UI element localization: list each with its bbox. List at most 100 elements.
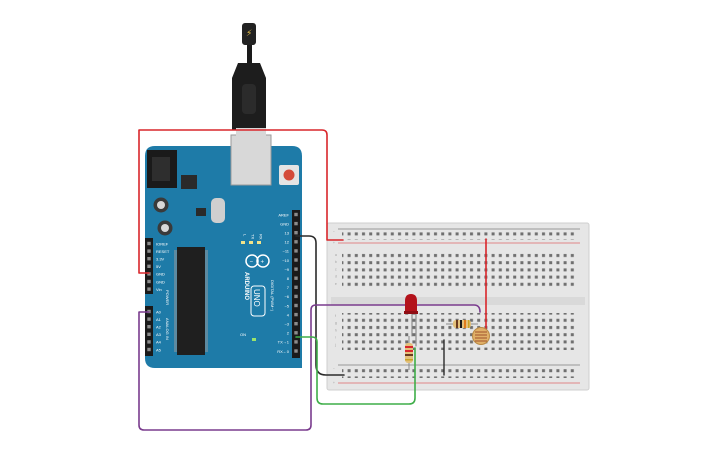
pin-label: ~11: [283, 249, 290, 254]
wire-green-pin2[interactable]: [295, 336, 416, 405]
digital-header[interactable]: [292, 210, 300, 358]
analog-header[interactable]: [145, 306, 153, 356]
photoresistor[interactable]: [472, 327, 490, 345]
row-letter: d: [335, 275, 337, 279]
header-pin[interactable]: [294, 221, 298, 226]
pin-label: AREF: [278, 212, 289, 217]
digital-header-label: DIGITAL (PWM~): [270, 280, 275, 312]
pin-label: A1: [156, 317, 162, 322]
pin-label: A2: [156, 325, 162, 330]
pin-label: RESET: [156, 249, 170, 254]
pin-label: A5: [156, 347, 162, 352]
pin-label: A3: [156, 332, 162, 337]
usb-cable[interactable]: ⚡: [232, 23, 266, 138]
pin-label: 12: [285, 240, 290, 245]
pin-label: ~9: [284, 267, 289, 272]
header-pin[interactable]: [294, 322, 298, 326]
header-pin[interactable]: [294, 212, 298, 217]
header-pin[interactable]: [294, 249, 298, 253]
pin-label: 2: [287, 331, 290, 336]
pin-label: 7: [287, 285, 290, 290]
header-pin[interactable]: [294, 240, 298, 244]
pin-label: ~10: [282, 258, 290, 263]
terminal-strip-bottom[interactable]: [342, 313, 576, 350]
pin-label: 3.3V: [156, 257, 165, 262]
bottom-power-rail[interactable]: − +: [333, 364, 580, 385]
pin-label: GND: [156, 272, 165, 277]
brand-label: ARDUINO: [243, 272, 249, 300]
header-pin[interactable]: [147, 325, 151, 329]
on-led-label: ON: [240, 332, 246, 337]
header-pin[interactable]: [294, 294, 298, 299]
pin-label: ~5: [284, 303, 289, 308]
board-led-label: TX: [251, 234, 256, 239]
pin-label: 4: [287, 312, 290, 317]
header-pin[interactable]: [294, 258, 298, 262]
pin-label: 8: [287, 276, 290, 281]
header-pin[interactable]: [147, 279, 151, 284]
arduino-logo: − +: [245, 254, 270, 268]
board-led: [257, 241, 261, 244]
pin-label: IOREF: [156, 241, 169, 246]
power-header-label: POWER: [165, 290, 170, 305]
pin-label: GND: [280, 221, 289, 226]
header-pin[interactable]: [147, 317, 151, 321]
row-letter: b: [335, 260, 337, 264]
wire-red-5v[interactable]: [138, 129, 344, 274]
resistor-10k[interactable]: [446, 320, 478, 328]
wire-black-gnd[interactable]: [295, 235, 345, 376]
svg-text:−: −: [250, 260, 254, 266]
atmega-chip: [177, 247, 205, 355]
header-pin[interactable]: [147, 332, 151, 336]
rail-plus-label: +: [333, 241, 335, 245]
voltage-regulator: [181, 175, 197, 189]
terminal-strip-top[interactable]: [342, 252, 576, 289]
header-pin[interactable]: [147, 249, 151, 253]
header-pin[interactable]: [294, 276, 298, 280]
header-pin[interactable]: [147, 340, 151, 344]
row-letter: f: [335, 314, 336, 318]
pin-label: RX←0: [277, 349, 290, 354]
pin-label: A0: [156, 309, 162, 314]
row-letter: e: [335, 282, 337, 286]
board-led-label: RX: [259, 234, 264, 240]
row-letter: h: [335, 328, 337, 332]
header-pin[interactable]: [294, 349, 298, 353]
row-letter: c: [335, 267, 337, 271]
board-led: [249, 241, 253, 244]
pin-label: ~3: [284, 322, 289, 327]
center-channel: [331, 297, 585, 305]
pin-label: 13: [285, 231, 290, 236]
analog-header-label: ANALOG IN: [165, 318, 170, 340]
header-pin[interactable]: [294, 231, 298, 235]
header-pin[interactable]: [294, 331, 298, 335]
header-pin[interactable]: [147, 257, 151, 261]
header-pin[interactable]: [294, 267, 298, 271]
rail-plus-label-bottom: +: [333, 381, 335, 385]
resistor-220[interactable]: [405, 336, 413, 370]
led-red[interactable]: [404, 294, 418, 314]
header-pin[interactable]: [147, 347, 151, 352]
top-power-rail[interactable]: − +: [333, 228, 580, 245]
header-pin[interactable]: [147, 264, 151, 268]
rail-minus-label-bottom: −: [333, 367, 335, 371]
usb-icon: ⚡: [246, 29, 252, 39]
header-pin[interactable]: [294, 285, 298, 289]
crystal: [211, 198, 225, 223]
header-pin[interactable]: [147, 241, 151, 246]
pin-label: TX→1: [278, 340, 290, 345]
header-pin[interactable]: [294, 312, 298, 317]
header-pin[interactable]: [294, 340, 298, 344]
header-pin[interactable]: [147, 287, 151, 291]
header-pin[interactable]: [147, 272, 151, 276]
model-label: UNO: [252, 289, 261, 307]
svg-text:+: +: [261, 260, 265, 266]
row-letter: i: [335, 336, 336, 340]
wire-purple-a0[interactable]: [138, 304, 481, 431]
power-led: [252, 338, 256, 341]
header-pin[interactable]: [294, 303, 298, 308]
